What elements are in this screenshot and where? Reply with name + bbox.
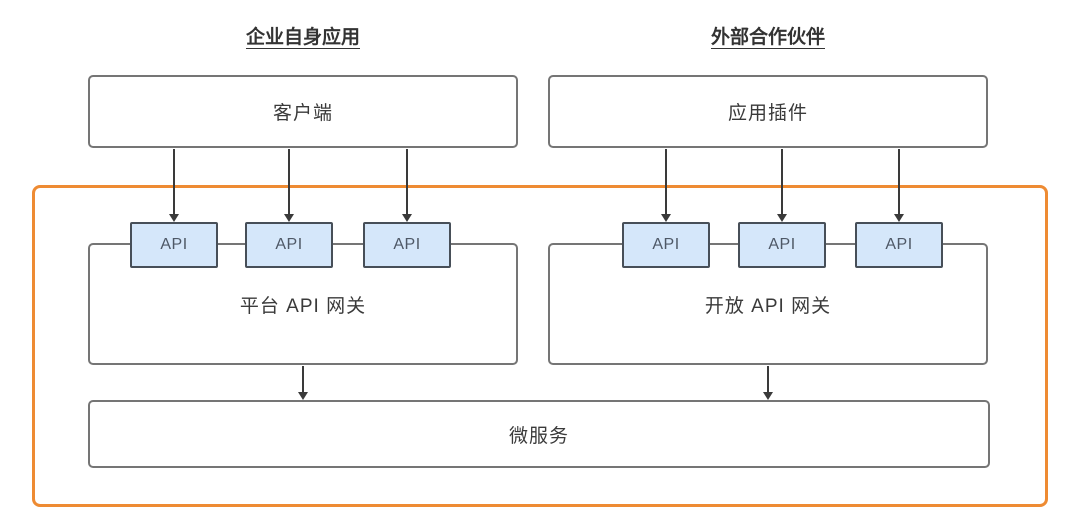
client-box: 客户端 bbox=[88, 75, 518, 148]
microservices-box: 微服务 bbox=[88, 400, 990, 468]
arrow-plugin-to-api-2 bbox=[777, 149, 787, 222]
arrow-open-gateway-to-microservices bbox=[763, 366, 773, 400]
arrow-plugin-to-api-1 bbox=[661, 149, 671, 222]
api-chip: API bbox=[245, 222, 333, 268]
group-title-partner: 外部合作伙伴 bbox=[710, 27, 825, 48]
api-chip: API bbox=[130, 222, 218, 268]
group-title-enterprise: 企业自身应用 bbox=[245, 27, 360, 48]
gateway-highlight-zone bbox=[32, 185, 1048, 507]
plugin-box: 应用插件 bbox=[548, 75, 988, 148]
arrow-client-to-api-2 bbox=[284, 149, 294, 222]
api-chip: API bbox=[363, 222, 451, 268]
arrow-client-to-api-1 bbox=[169, 149, 179, 222]
api-chip: API bbox=[738, 222, 826, 268]
arrow-plugin-to-api-3 bbox=[894, 149, 904, 222]
arrow-client-to-api-3 bbox=[402, 149, 412, 222]
api-chip: API bbox=[855, 222, 943, 268]
api-chip: API bbox=[622, 222, 710, 268]
arrow-platform-gateway-to-microservices bbox=[298, 366, 308, 400]
